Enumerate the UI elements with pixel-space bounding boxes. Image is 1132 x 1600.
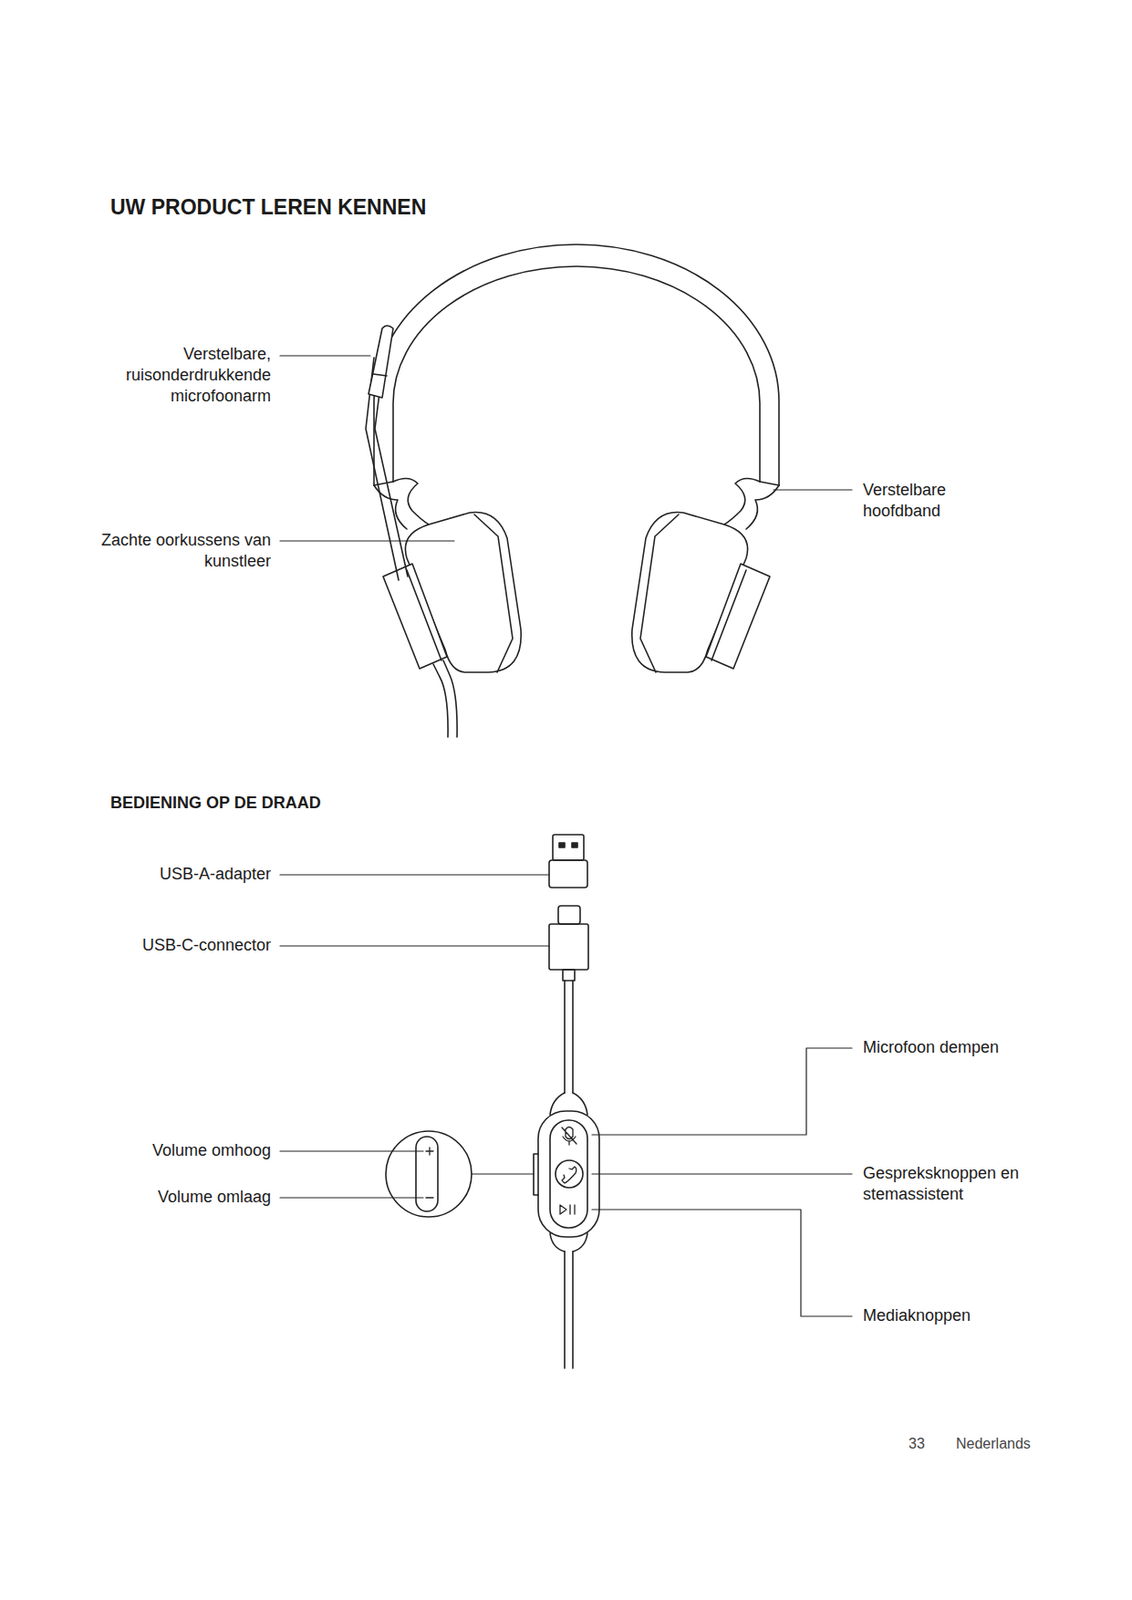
cable bbox=[433, 660, 457, 738]
part-label: Microfoon dempen bbox=[862, 1037, 1082, 1059]
part-label: Gespreksknoppen en stemassistent bbox=[862, 1163, 1028, 1205]
usb-parts bbox=[385, 834, 600, 1369]
language-label: Nederlands bbox=[955, 1433, 1031, 1454]
headband-ends bbox=[373, 481, 779, 486]
part-label: USB-C-connector bbox=[51, 934, 271, 956]
part-label: Verstelbare, ruisonderdrukkende microfoo… bbox=[88, 343, 271, 407]
left-earcup bbox=[365, 325, 521, 738]
part-label: Volume omlaag bbox=[51, 1186, 271, 1208]
part-label: Mediaknoppen bbox=[862, 1305, 1082, 1327]
page-title: UW PRODUCT LEREN KENNEN bbox=[110, 197, 426, 219]
right-earcup bbox=[632, 477, 779, 673]
leader-lines bbox=[280, 874, 852, 1317]
leader-lines bbox=[280, 355, 852, 541]
page-number: 33 bbox=[908, 1433, 925, 1454]
headband-inner bbox=[393, 266, 760, 482]
mic-tip bbox=[368, 325, 394, 398]
part-label: Zachte oorkussens van kunstleer bbox=[88, 529, 271, 572]
part-label: Volume omhoog bbox=[51, 1140, 271, 1162]
headband-outer bbox=[373, 244, 779, 486]
part-label: USB-A-adapter bbox=[51, 863, 271, 885]
section-heading: BEDIENING OP DE DRAAD bbox=[110, 792, 322, 814]
part-label: Verstelbare hoofdband bbox=[862, 479, 991, 522]
